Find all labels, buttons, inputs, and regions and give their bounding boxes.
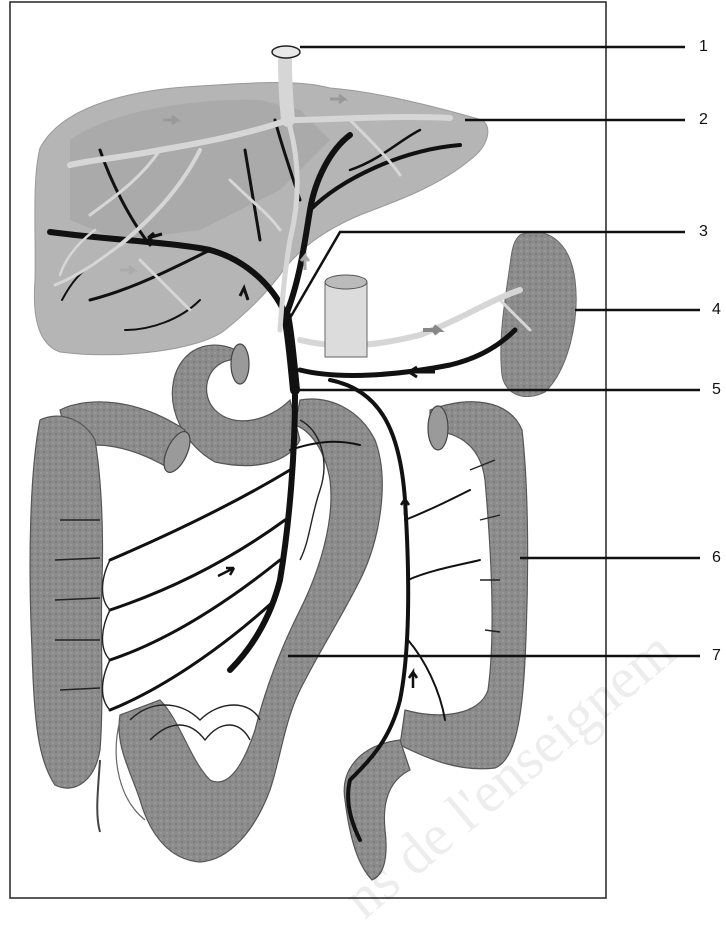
- anatomy-diagram: 1 2 3 4 5 6 7 ns de l'enseignem: [0, 0, 726, 902]
- descending-colon: [400, 402, 528, 769]
- label-6: 6: [712, 549, 721, 567]
- label-3: 3: [699, 223, 708, 241]
- label-7: 7: [712, 647, 721, 665]
- label-1: 1: [699, 38, 708, 56]
- small-intestine: [116, 399, 382, 862]
- ascending-colon: [30, 416, 102, 832]
- stomach-duodenum: [172, 344, 300, 466]
- spleen: [501, 232, 576, 397]
- label-4: 4: [712, 301, 721, 319]
- aorta-stub: [325, 275, 367, 357]
- label-2: 2: [699, 111, 708, 129]
- vena-cava-top: [272, 46, 300, 58]
- label-5: 5: [712, 381, 721, 399]
- liver: [34, 83, 487, 355]
- diagram-canvas: [0, 0, 726, 902]
